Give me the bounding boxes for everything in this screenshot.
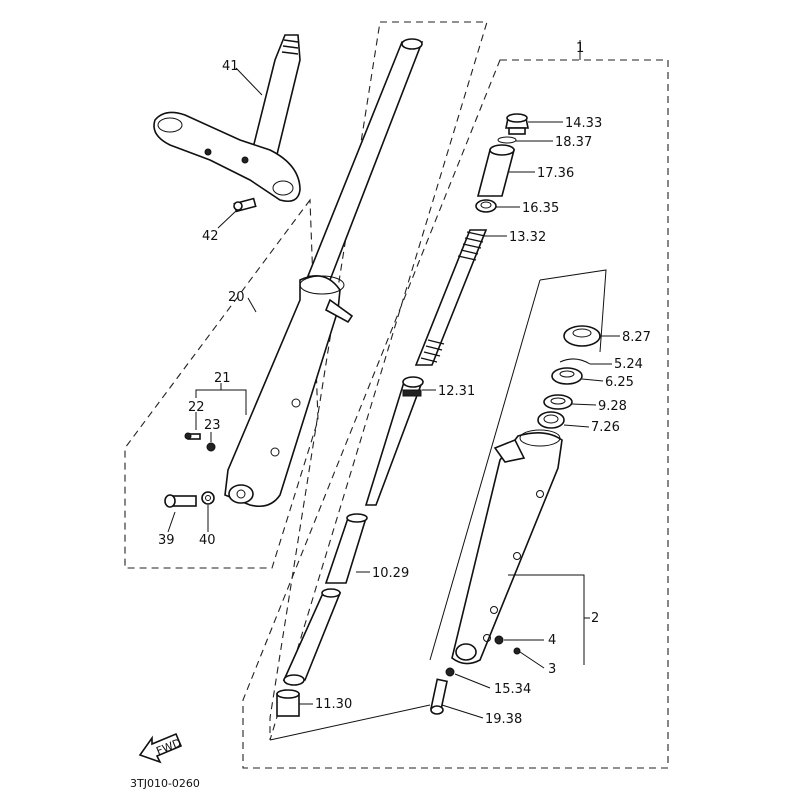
callout-13: 13.32: [509, 230, 546, 245]
drawing-code: 3TJ010-0260: [130, 777, 200, 790]
callout-40: 40: [199, 533, 216, 548]
cap-bolt-14: [505, 113, 529, 135]
callout-15: 15.34: [494, 682, 531, 697]
callout-18: 18.37: [555, 135, 592, 150]
group-line-inner-bottom: [269, 704, 431, 741]
callout-2: 2: [591, 611, 599, 626]
callout-42: 42: [202, 229, 219, 244]
bushing-11: [276, 689, 300, 717]
bolt-22: [184, 432, 201, 440]
callout-23: 23: [204, 418, 221, 433]
oil-seal-6: [551, 367, 583, 385]
callout-41: 41: [222, 59, 239, 74]
washer-9: [543, 394, 573, 410]
callout-11: 11.30: [315, 697, 352, 712]
steering-stem-bracket: [153, 34, 301, 203]
forward-arrow-icon: FWD: [138, 732, 183, 764]
gasket-15: [445, 667, 455, 677]
callout-4: 4: [548, 633, 556, 648]
callout-1: 1: [576, 41, 584, 56]
callout-10: 10.29: [372, 566, 409, 581]
fwd-label: FWD: [154, 736, 183, 758]
callout-9: 9.28: [598, 399, 627, 414]
spacer-17: [476, 144, 516, 197]
retaining-clip-5: [559, 358, 591, 365]
bolt-3: [513, 647, 521, 655]
left-fork-leg: [224, 38, 424, 508]
callout-16: 16.35: [522, 201, 559, 216]
group-outline-fork-leg-left: [124, 198, 319, 569]
bolt-42: [233, 197, 257, 213]
fork-spring-13: [414, 229, 488, 366]
callout-19: 19.38: [485, 712, 522, 727]
bolt-19: [430, 678, 448, 715]
slide-metal-7: [537, 411, 565, 429]
outer-tube-right: [451, 429, 563, 665]
group-line-outer-tube: [539, 269, 607, 353]
dust-seal-8: [563, 325, 601, 347]
o-ring-18: [497, 136, 517, 144]
callout-12: 12.31: [438, 384, 475, 399]
leader-lines: [167, 40, 620, 719]
group-line-outer-tube-side: [429, 279, 541, 661]
taper-spindle-10: [282, 513, 368, 686]
callout-6: 6.25: [605, 375, 634, 390]
callout-14: 14.33: [565, 116, 602, 131]
callout-22: 22: [188, 400, 205, 415]
callout-3: 3: [548, 662, 556, 677]
washer-4: [494, 635, 504, 645]
damper-rod-12: [364, 376, 424, 506]
spring-seat-16: [475, 199, 497, 213]
washer-23: [206, 442, 216, 452]
callout-20: 20: [228, 290, 245, 305]
callout-8: 8.27: [622, 330, 651, 345]
callout-39: 39: [158, 533, 175, 548]
bolt-39: [164, 494, 197, 508]
washer-40: [201, 491, 215, 505]
callout-17: 17.36: [537, 166, 574, 181]
callout-7: 7.26: [591, 420, 620, 435]
callout-21: 21: [214, 371, 231, 386]
callout-5: 5.24: [614, 357, 643, 372]
